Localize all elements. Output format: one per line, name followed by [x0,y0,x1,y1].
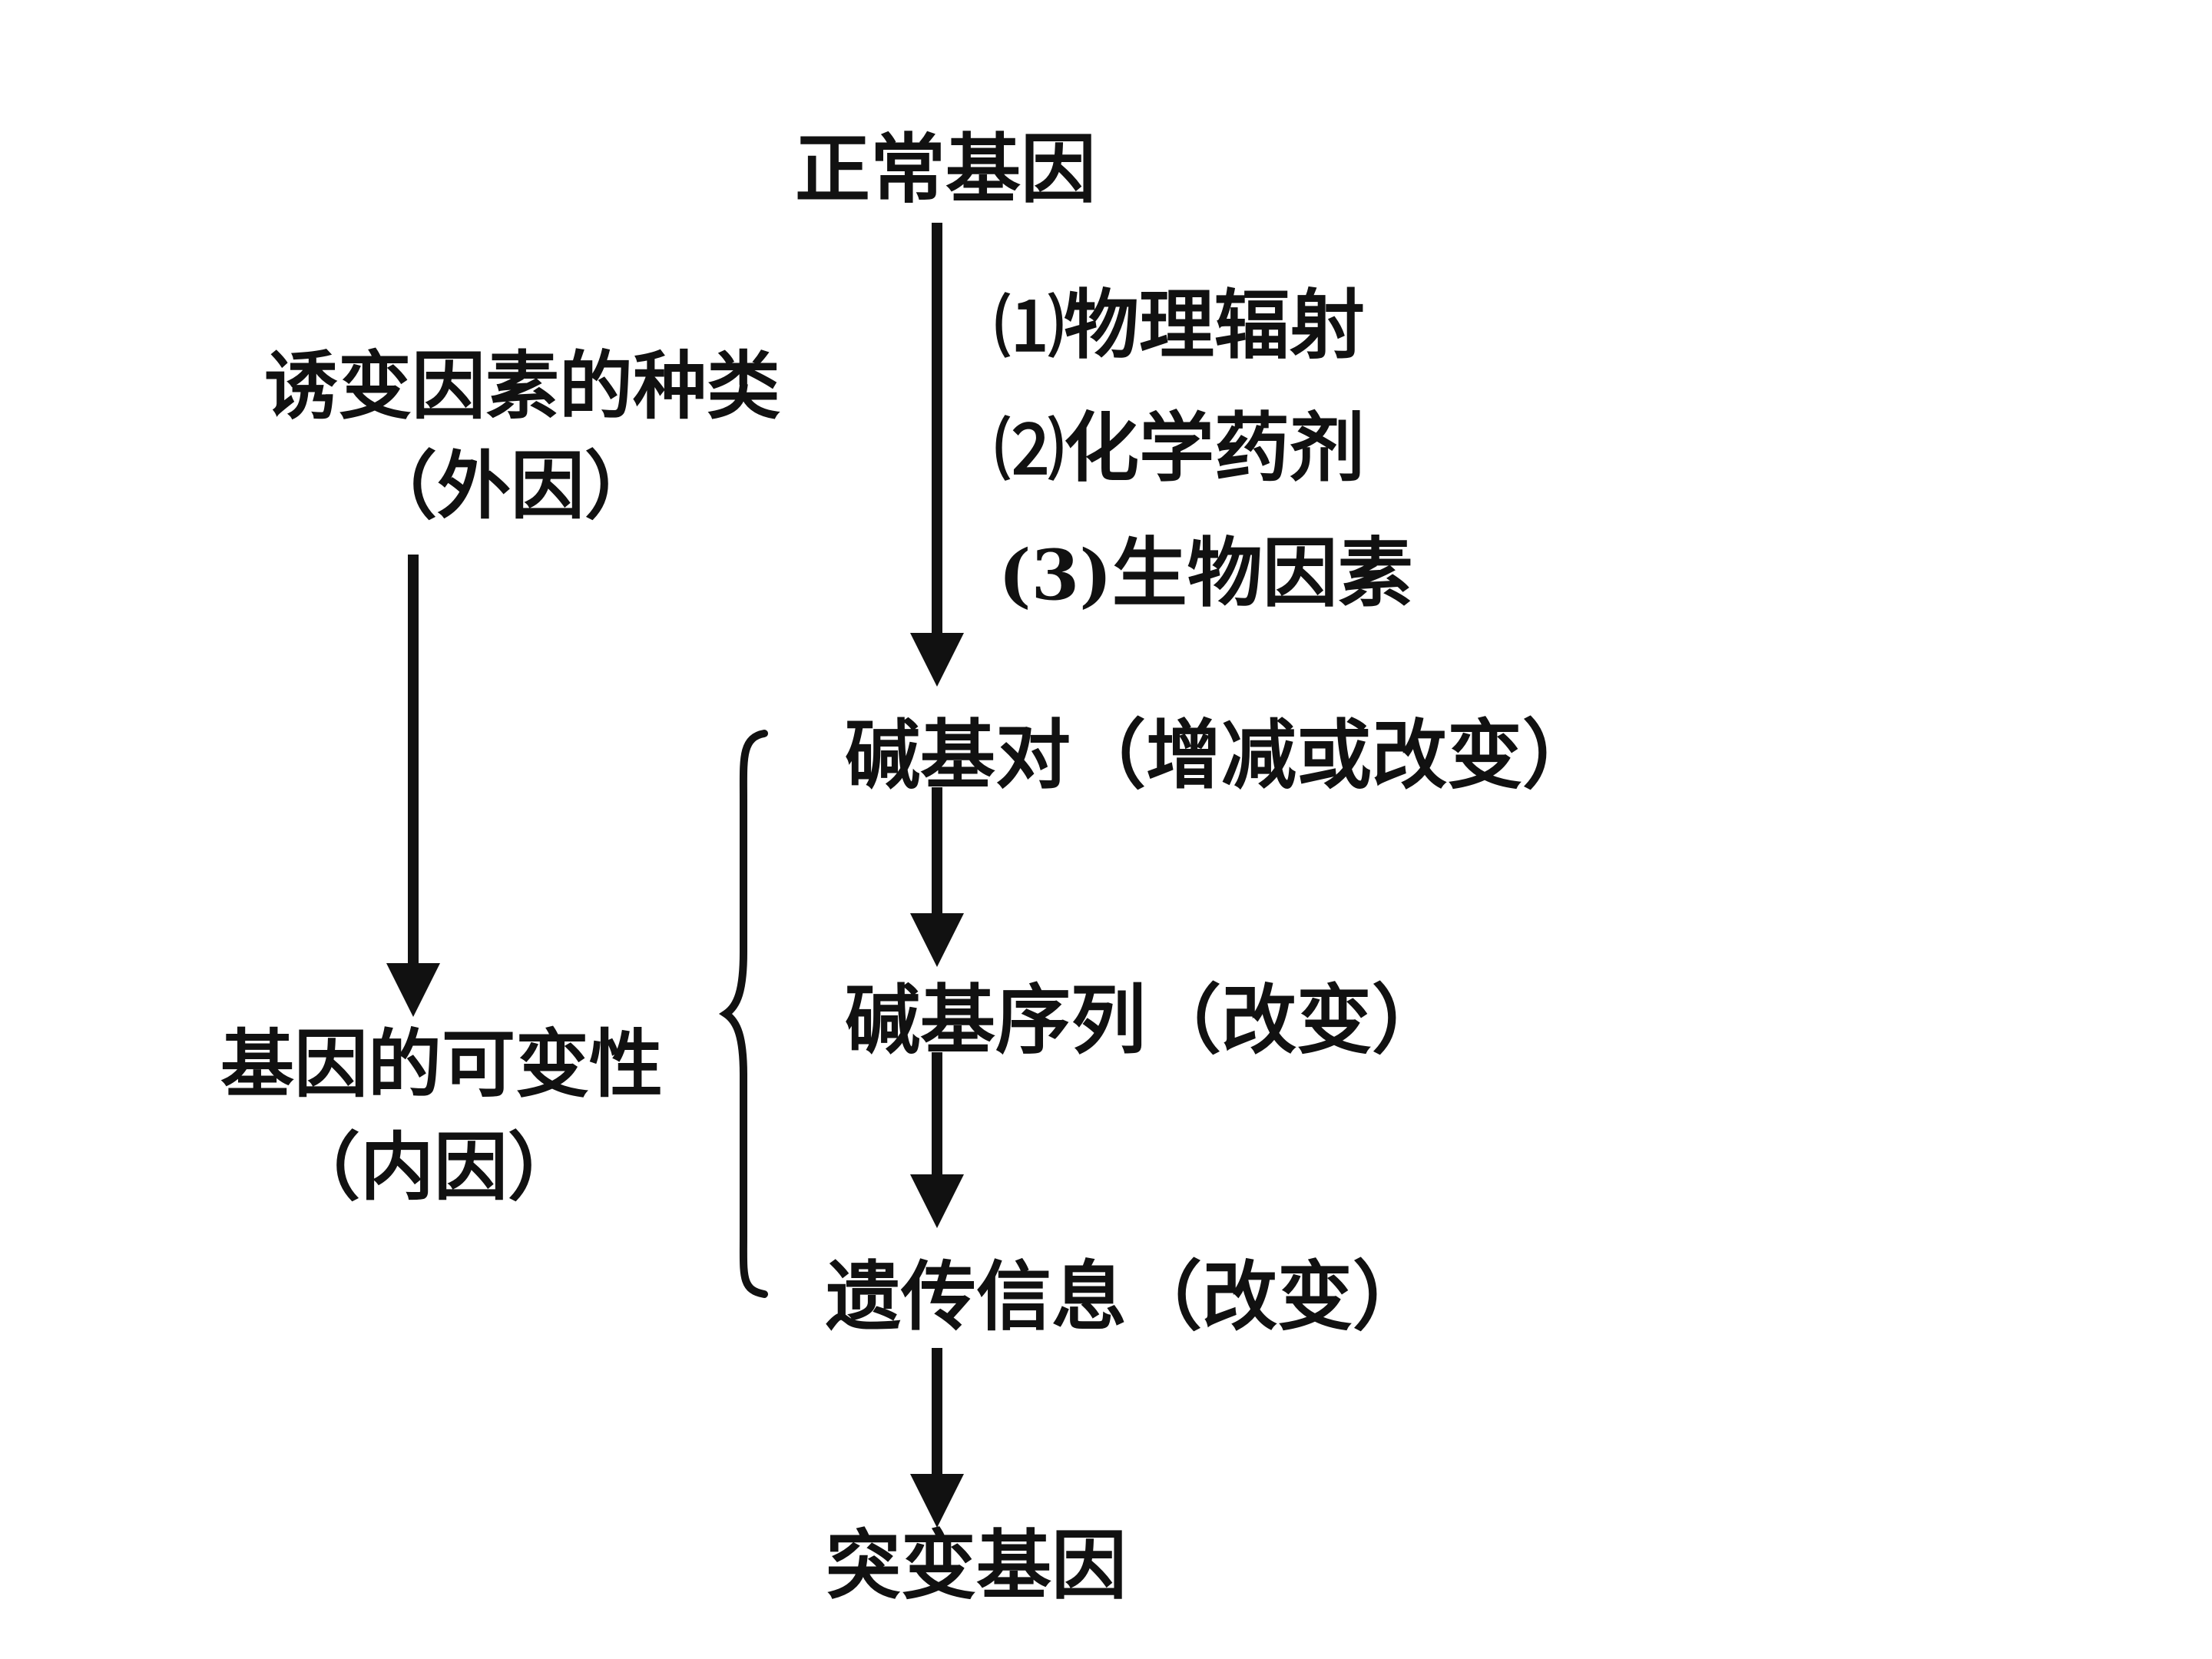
internal-factor-title: 基因的可变性 [220,1022,663,1108]
node-mutant-gene: 突变基因 [826,1522,1128,1610]
node-normal-gene: 正常基因 [795,126,1097,214]
external-factor-title: 诱变因素的种类 [264,343,780,429]
cause-number: (3) [998,535,1112,616]
cause-label: 化学药剂 [1064,405,1366,492]
node-base-sequence: 碱基序列（改变） [845,977,1448,1065]
cause-item-chemical: ⑵化学药剂 [995,411,1365,486]
cause-number: ⑵ [995,410,1064,491]
cause-label: 物理辐射 [1064,282,1366,369]
internal-factor-subtitle: （内因） [286,1124,581,1210]
cause-item-physical: ⑴物理辐射 [995,288,1365,363]
cause-number: ⑴ [995,287,1064,368]
cause-item-biological: (3)生物因素 [998,536,1413,611]
external-factor-subtitle: （外因） [363,443,658,529]
node-genetic-info: 遗传信息（改变） [826,1253,1429,1341]
cause-label: 生物因素 [1111,530,1413,618]
node-base-pair: 碱基对（增减或改变） [845,712,1598,800]
grouping-brace [718,730,768,1298]
